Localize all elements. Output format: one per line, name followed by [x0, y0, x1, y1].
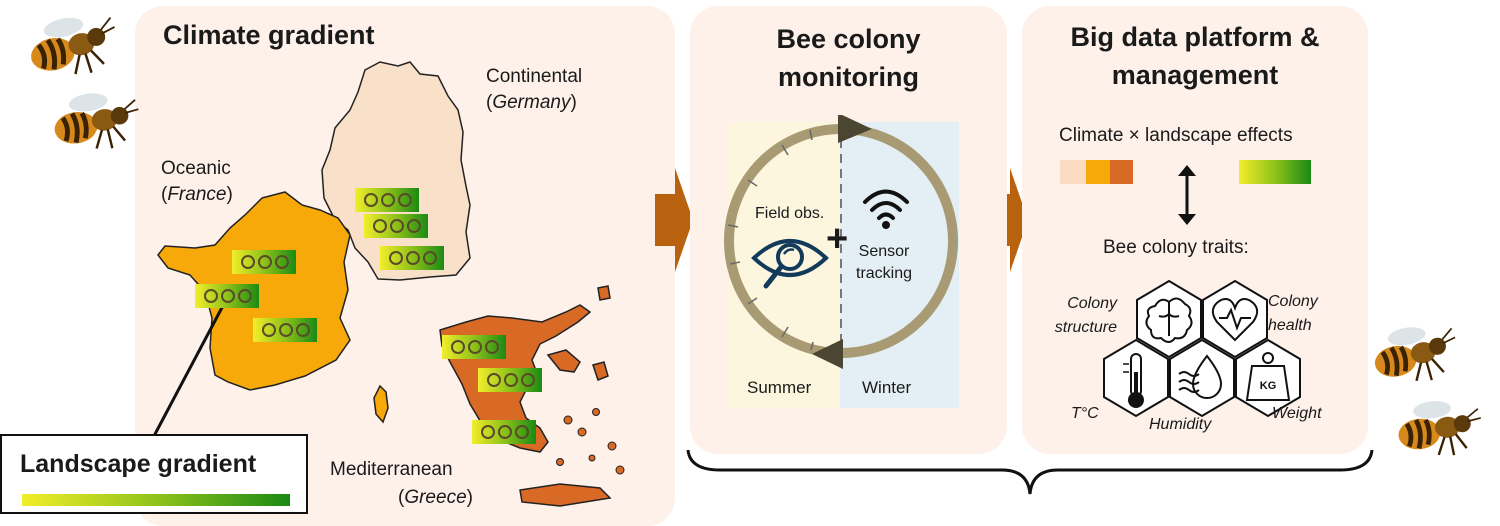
- traits-label: Bee colony traits:: [1103, 237, 1249, 258]
- apiary-hive-circle: [487, 373, 501, 387]
- apiary-hive-circle: [262, 323, 276, 337]
- wifi-icon: [863, 189, 909, 229]
- weight-kg-icon: [1245, 352, 1291, 401]
- greece-island-2: [597, 285, 611, 301]
- apiary-hive-circle: [498, 425, 512, 439]
- apiary-marker: [380, 246, 444, 270]
- temperature-label: T°C: [1071, 405, 1099, 422]
- arrow-1: [655, 168, 693, 272]
- greece-island-crete: [519, 483, 612, 507]
- apiary-hive-circle: [381, 193, 395, 207]
- traits-hexagons: KG: [1103, 279, 1301, 418]
- apiary-hive-circle: [241, 255, 255, 269]
- apiary-hive-circle: [275, 255, 289, 269]
- kg-label: KG: [1260, 380, 1277, 392]
- plus-sign: +: [826, 218, 849, 260]
- apiary-hive-circle: [258, 255, 272, 269]
- connector-line: [152, 299, 228, 437]
- apiary-marker: [253, 318, 317, 342]
- greece-island-3: [592, 361, 609, 381]
- apiary-hive-circle: [390, 219, 404, 233]
- effects-label: Climate × landscape effects: [1059, 125, 1293, 146]
- apiary-hive-circle: [389, 251, 403, 265]
- mediterranean-label: Mediterranean(Greece): [330, 459, 473, 508]
- field-obs-label: Field obs.: [755, 205, 825, 222]
- apiary-hive-circle: [279, 323, 293, 337]
- winter-background: [840, 122, 959, 408]
- winter-label: Winter: [862, 378, 912, 397]
- apiary-marker: [472, 420, 536, 444]
- thermometer-icon: [1123, 353, 1144, 408]
- apiary-hive-circle: [485, 340, 499, 354]
- apiary-hive-circle: [504, 373, 518, 387]
- big-data-title: Big data platform &management: [1070, 22, 1320, 90]
- weight-label: Weight: [1272, 405, 1322, 422]
- apiary-marker: [442, 335, 506, 359]
- apiary-hive-circle: [204, 289, 218, 303]
- apiary-marker: [195, 284, 259, 308]
- apiary-marker: [364, 214, 428, 238]
- apiary-hive-circle: [296, 323, 310, 337]
- apiary-marker: [478, 368, 542, 392]
- apiary-hive-circle: [515, 425, 529, 439]
- eye-magnifier-icon: [751, 239, 829, 289]
- landscape-gradient-title: Landscape gradient: [20, 450, 257, 478]
- climate-gradient-title: Climate gradient: [163, 20, 375, 50]
- apiary-hive-circle: [468, 340, 482, 354]
- bee-photo-bottom-left: [54, 93, 139, 149]
- apiary-hive-circle: [364, 193, 378, 207]
- bee-photo-top-right: [1374, 327, 1456, 382]
- bee-photo-top-left: [31, 16, 115, 75]
- summer-label: Summer: [747, 378, 812, 397]
- humidity-label: Humidity: [1149, 416, 1212, 433]
- bee-photo-bottom-right: [1398, 400, 1481, 456]
- apiary-hive-circle: [521, 373, 535, 387]
- climate-color-swatches: [1060, 160, 1133, 184]
- oceanic-label: Oceanic(France): [161, 158, 233, 205]
- landscape-gradient-bar: [22, 494, 290, 506]
- apiary-hive-circle: [407, 219, 421, 233]
- landscape-color-bar: [1239, 160, 1311, 184]
- humidity-drop-icon: [1178, 354, 1223, 399]
- seasonal-cycle: [724, 115, 958, 369]
- apiary-hive-circle: [423, 251, 437, 265]
- landscape-gradient-box: Landscape gradient: [0, 434, 308, 514]
- apiary-hive-circle: [451, 340, 465, 354]
- corsica-shape: [373, 384, 389, 424]
- bottom-brace: [686, 449, 1374, 495]
- germany-shape: [321, 61, 471, 281]
- apiary-hive-circle: [373, 219, 387, 233]
- apiary-hive-circle: [238, 289, 252, 303]
- heart-pulse-icon: [1211, 298, 1259, 342]
- continental-label: Continental(Germany): [486, 66, 583, 113]
- greece-island-large: [546, 349, 581, 373]
- apiary-hive-circle: [406, 251, 420, 265]
- apiary-hive-circle: [481, 425, 495, 439]
- apiary-marker: [355, 188, 419, 212]
- double-arrow-icon: [1178, 165, 1196, 225]
- apiary-hive-circle: [398, 193, 412, 207]
- apiary-marker: [232, 250, 296, 274]
- apiary-hive-circle: [221, 289, 235, 303]
- brain-icon: [1145, 297, 1193, 343]
